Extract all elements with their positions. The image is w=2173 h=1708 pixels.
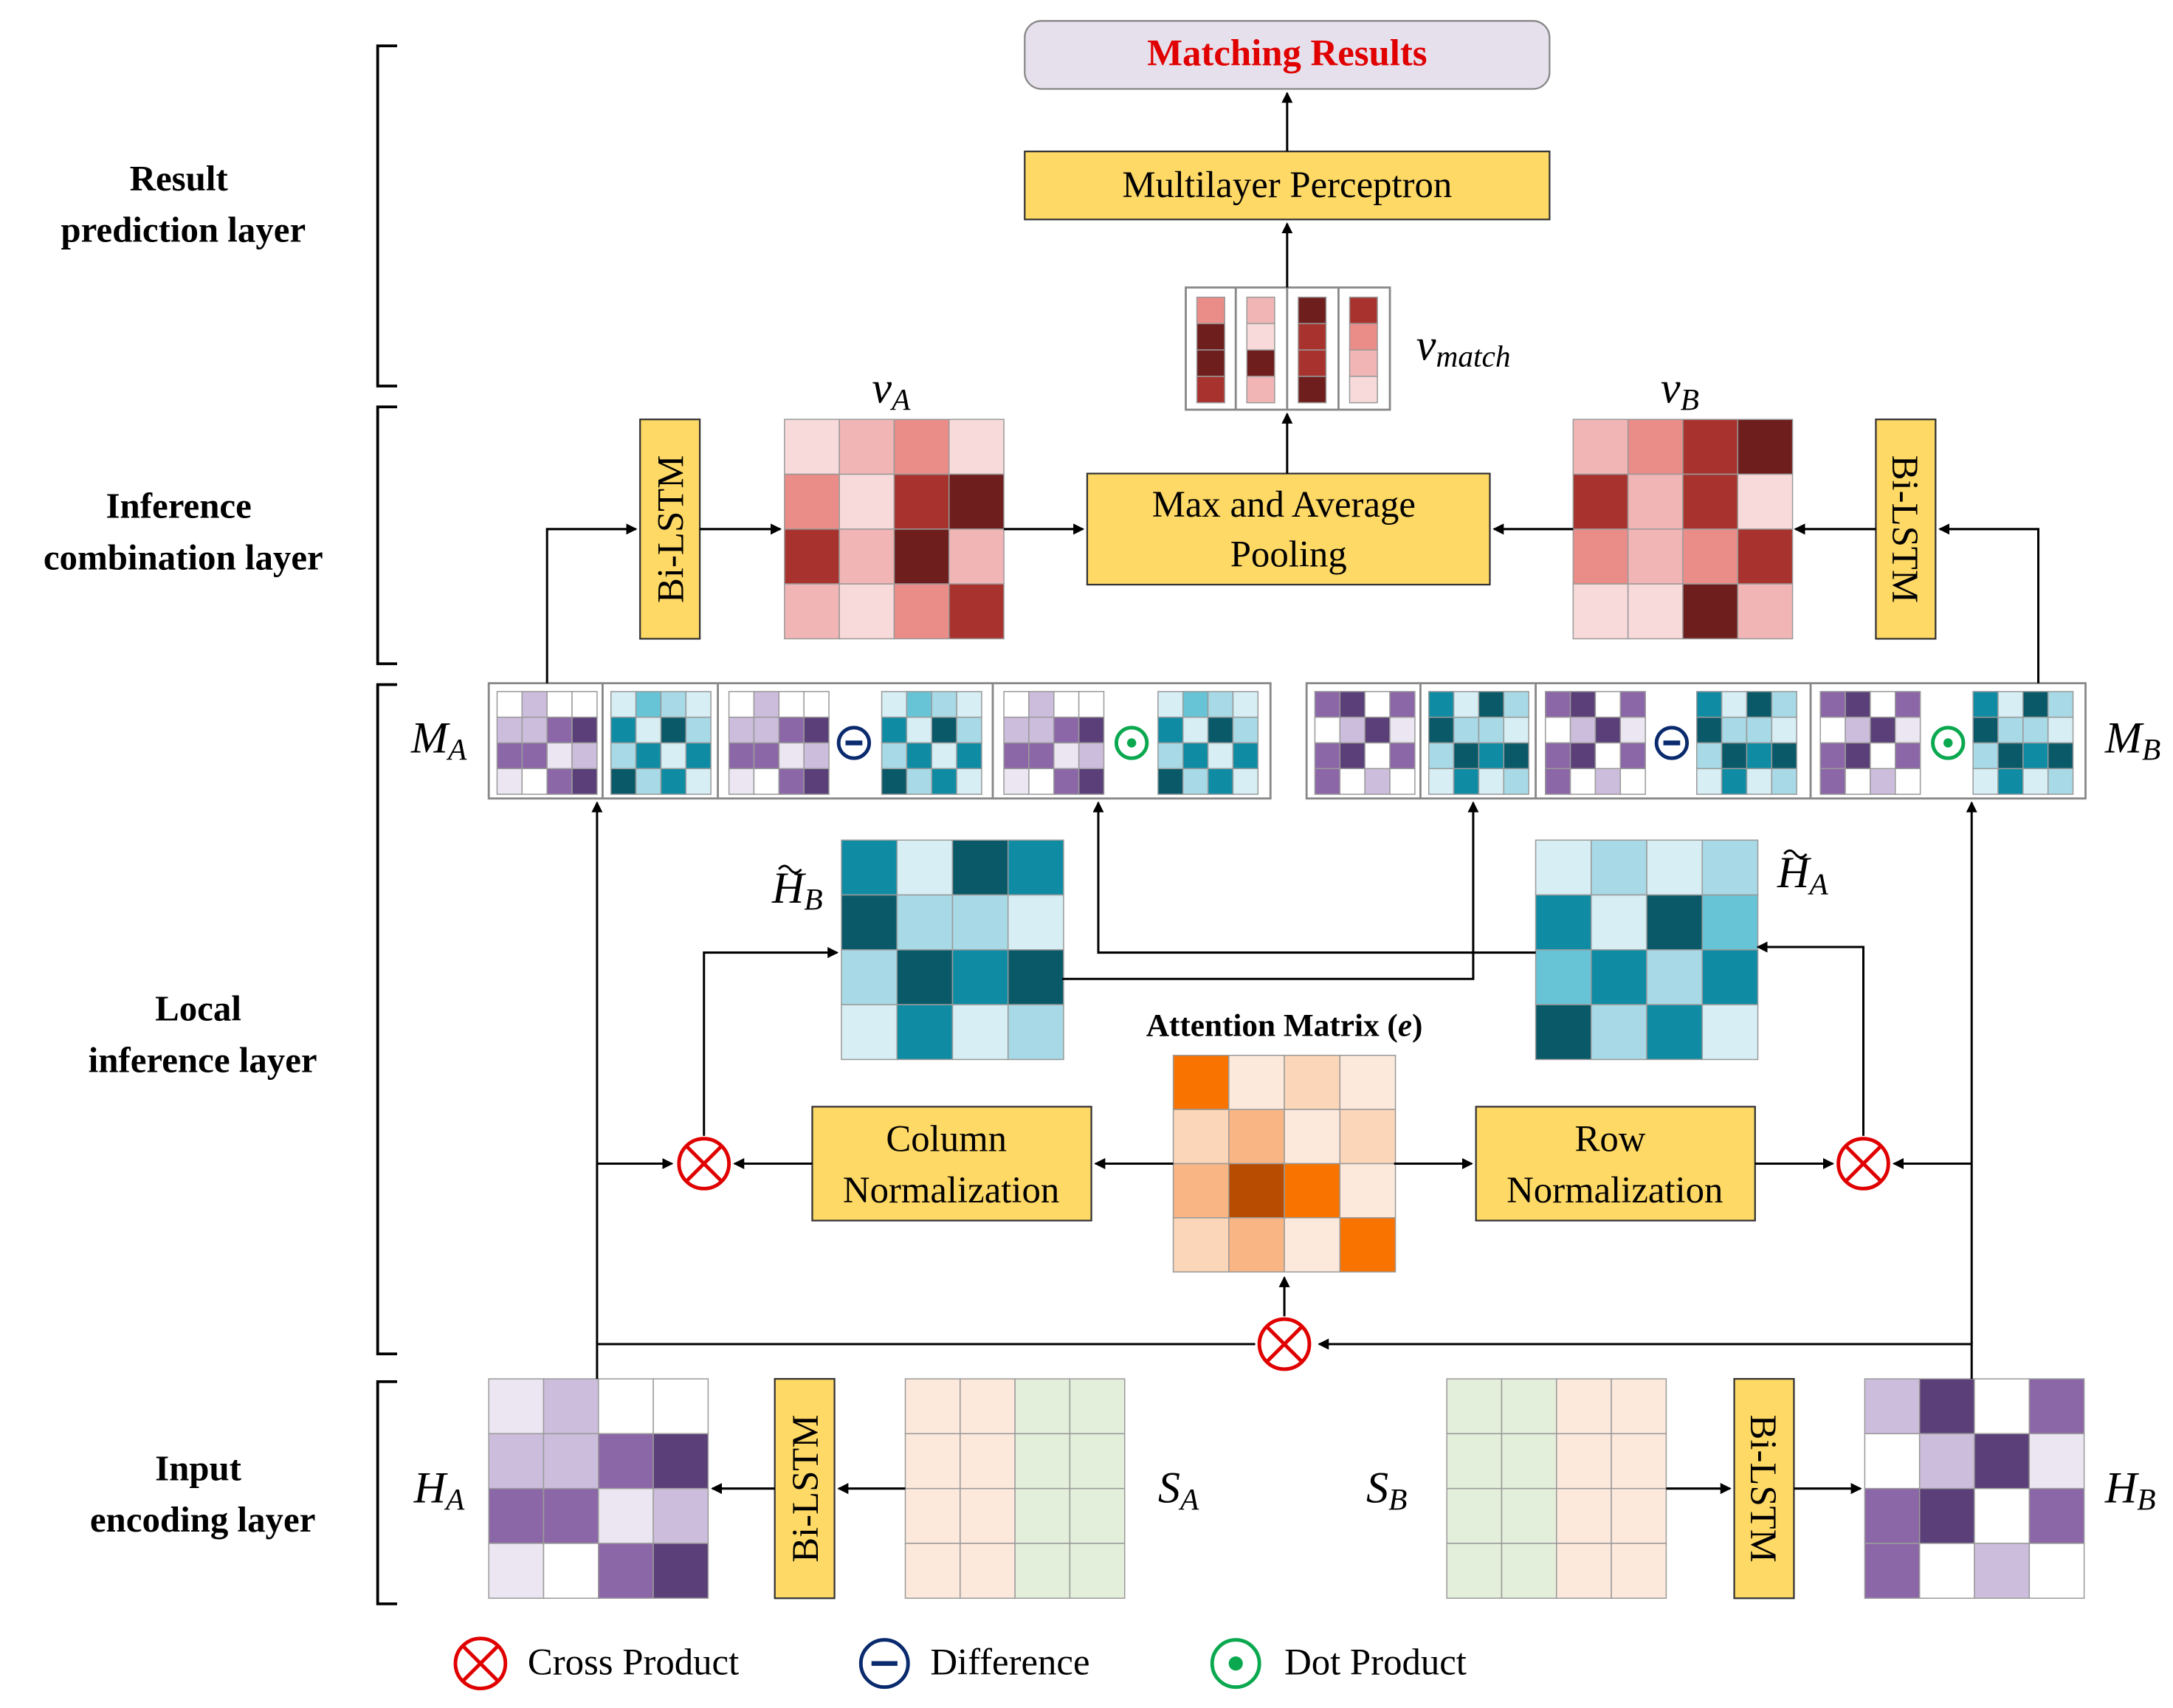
h-a-matrix (488, 1378, 709, 1599)
inference-layer-label: Inference combination layer (44, 486, 323, 578)
m-b-htilde (1428, 691, 1529, 795)
m-a-htilde (610, 691, 712, 795)
m-a-group (487, 682, 1272, 800)
difference-m-b-icon (1654, 726, 1690, 760)
s-b-symbol: SB (1366, 1463, 1407, 1515)
mlp-label: Multilayer Perceptron (1122, 164, 1452, 205)
input-layer-label: Input encoding layer (90, 1447, 316, 1540)
cross-product-left-icon (677, 1137, 731, 1191)
m-b-hb (1314, 691, 1416, 795)
m-b-symbol: MB (2104, 714, 2160, 766)
v-a-matrix (784, 419, 1005, 640)
layer-brackets (376, 44, 398, 1605)
attention-matrix-title: Attention Matrix (e) (1146, 1008, 1423, 1043)
v-b-matrix (1572, 419, 1794, 640)
h-tilde-a-symbol: HA (1777, 848, 1828, 901)
h-b-matrix (1864, 1378, 2085, 1599)
h-tilde-b-symbol: HB (771, 864, 823, 916)
h-tilde-b-tilde (778, 864, 802, 874)
m-b-diff-hb (1544, 691, 1646, 795)
svg-text:Bi-LSTM: Bi-LSTM (785, 1415, 826, 1563)
operators (677, 726, 1966, 1371)
cross-product-right-icon (1836, 1137, 1890, 1191)
column-normalization-label: Column Normalization (843, 1118, 1059, 1211)
m-b-dot-hb (1819, 691, 1921, 795)
legend-cross-label: Cross Product (528, 1642, 739, 1683)
svg-text:Bi-LSTM: Bi-LSTM (1884, 455, 1926, 603)
row-normalization-label: Row Normalization (1506, 1118, 1723, 1211)
v-match-column-4 (1349, 296, 1378, 404)
legend-difference-label: Difference (930, 1642, 1089, 1683)
matrices (488, 296, 2085, 1599)
s-b-matrix (1446, 1378, 1667, 1599)
s-a-matrix (904, 1378, 1126, 1599)
v-match-column-2 (1246, 296, 1275, 404)
bilstm-input-left: Bi-LSTM (774, 1377, 836, 1599)
column-normalization-box (811, 1106, 1092, 1222)
m-a-dot-ha (1003, 691, 1105, 795)
h-tilde-a-tilde (1783, 849, 1808, 859)
pooling-label: Max and Average Pooling (1152, 483, 1425, 575)
s-a-symbol: SA (1158, 1463, 1199, 1515)
attention-matrix (1172, 1055, 1397, 1273)
svg-text:Bi-LSTM: Bi-LSTM (650, 455, 692, 603)
m-a-diff-htilde (881, 691, 982, 795)
m-a-diff-ha (728, 691, 830, 795)
bilstm-input-right: Bi-LSTM (1733, 1377, 1795, 1599)
legend-dot-label: Dot Product (1284, 1642, 1467, 1683)
connectors (545, 92, 2040, 1495)
pooling-box (1086, 472, 1491, 586)
mlp-box (1024, 151, 1551, 221)
h-tilde-b-matrix (841, 839, 1064, 1061)
dot-product-m-a-icon (1114, 726, 1149, 760)
h-tilde-a-matrix (1535, 839, 1759, 1061)
legend-difference-icon (858, 1638, 910, 1690)
matching-results-box (1024, 20, 1551, 90)
difference-m-a-icon (836, 726, 872, 760)
m-b-dot-htilde (1972, 691, 2074, 795)
v-match-column-3 (1298, 296, 1327, 404)
matching-results-label: Matching Results (1147, 32, 1427, 74)
row-normalization-box (1475, 1106, 1756, 1222)
v-match-symbol: vmatch (1416, 320, 1511, 373)
m-a-ha (496, 691, 598, 795)
legend-cross-icon (453, 1636, 508, 1691)
legend: Cross Product Difference Dot Product (453, 1636, 1467, 1691)
result-layer-label: Result prediction layer (61, 158, 306, 250)
m-b-diff-htilde (1696, 691, 1797, 795)
v-a-symbol: vA (872, 364, 911, 416)
h-a-symbol: HA (413, 1463, 465, 1515)
v-b-symbol: vB (1661, 364, 1699, 416)
h-b-symbol: HB (2104, 1463, 2156, 1515)
m-a-symbol: MA (410, 714, 467, 766)
legend-dot-icon (1210, 1638, 1261, 1690)
m-b-group (1305, 682, 2087, 800)
m-a-dot-htilde (1157, 691, 1259, 795)
bilstm-inference-right: Bi-LSTM (1875, 419, 1937, 640)
local-layer-label: Local inference layer (89, 988, 317, 1081)
cross-product-bottom-icon (1257, 1317, 1312, 1371)
dot-product-m-b-icon (1931, 726, 1966, 760)
v-match-column-1 (1196, 296, 1225, 404)
svg-text:Bi-LSTM: Bi-LSTM (1743, 1415, 1784, 1563)
bilstm-inference-left: Bi-LSTM (639, 419, 701, 640)
